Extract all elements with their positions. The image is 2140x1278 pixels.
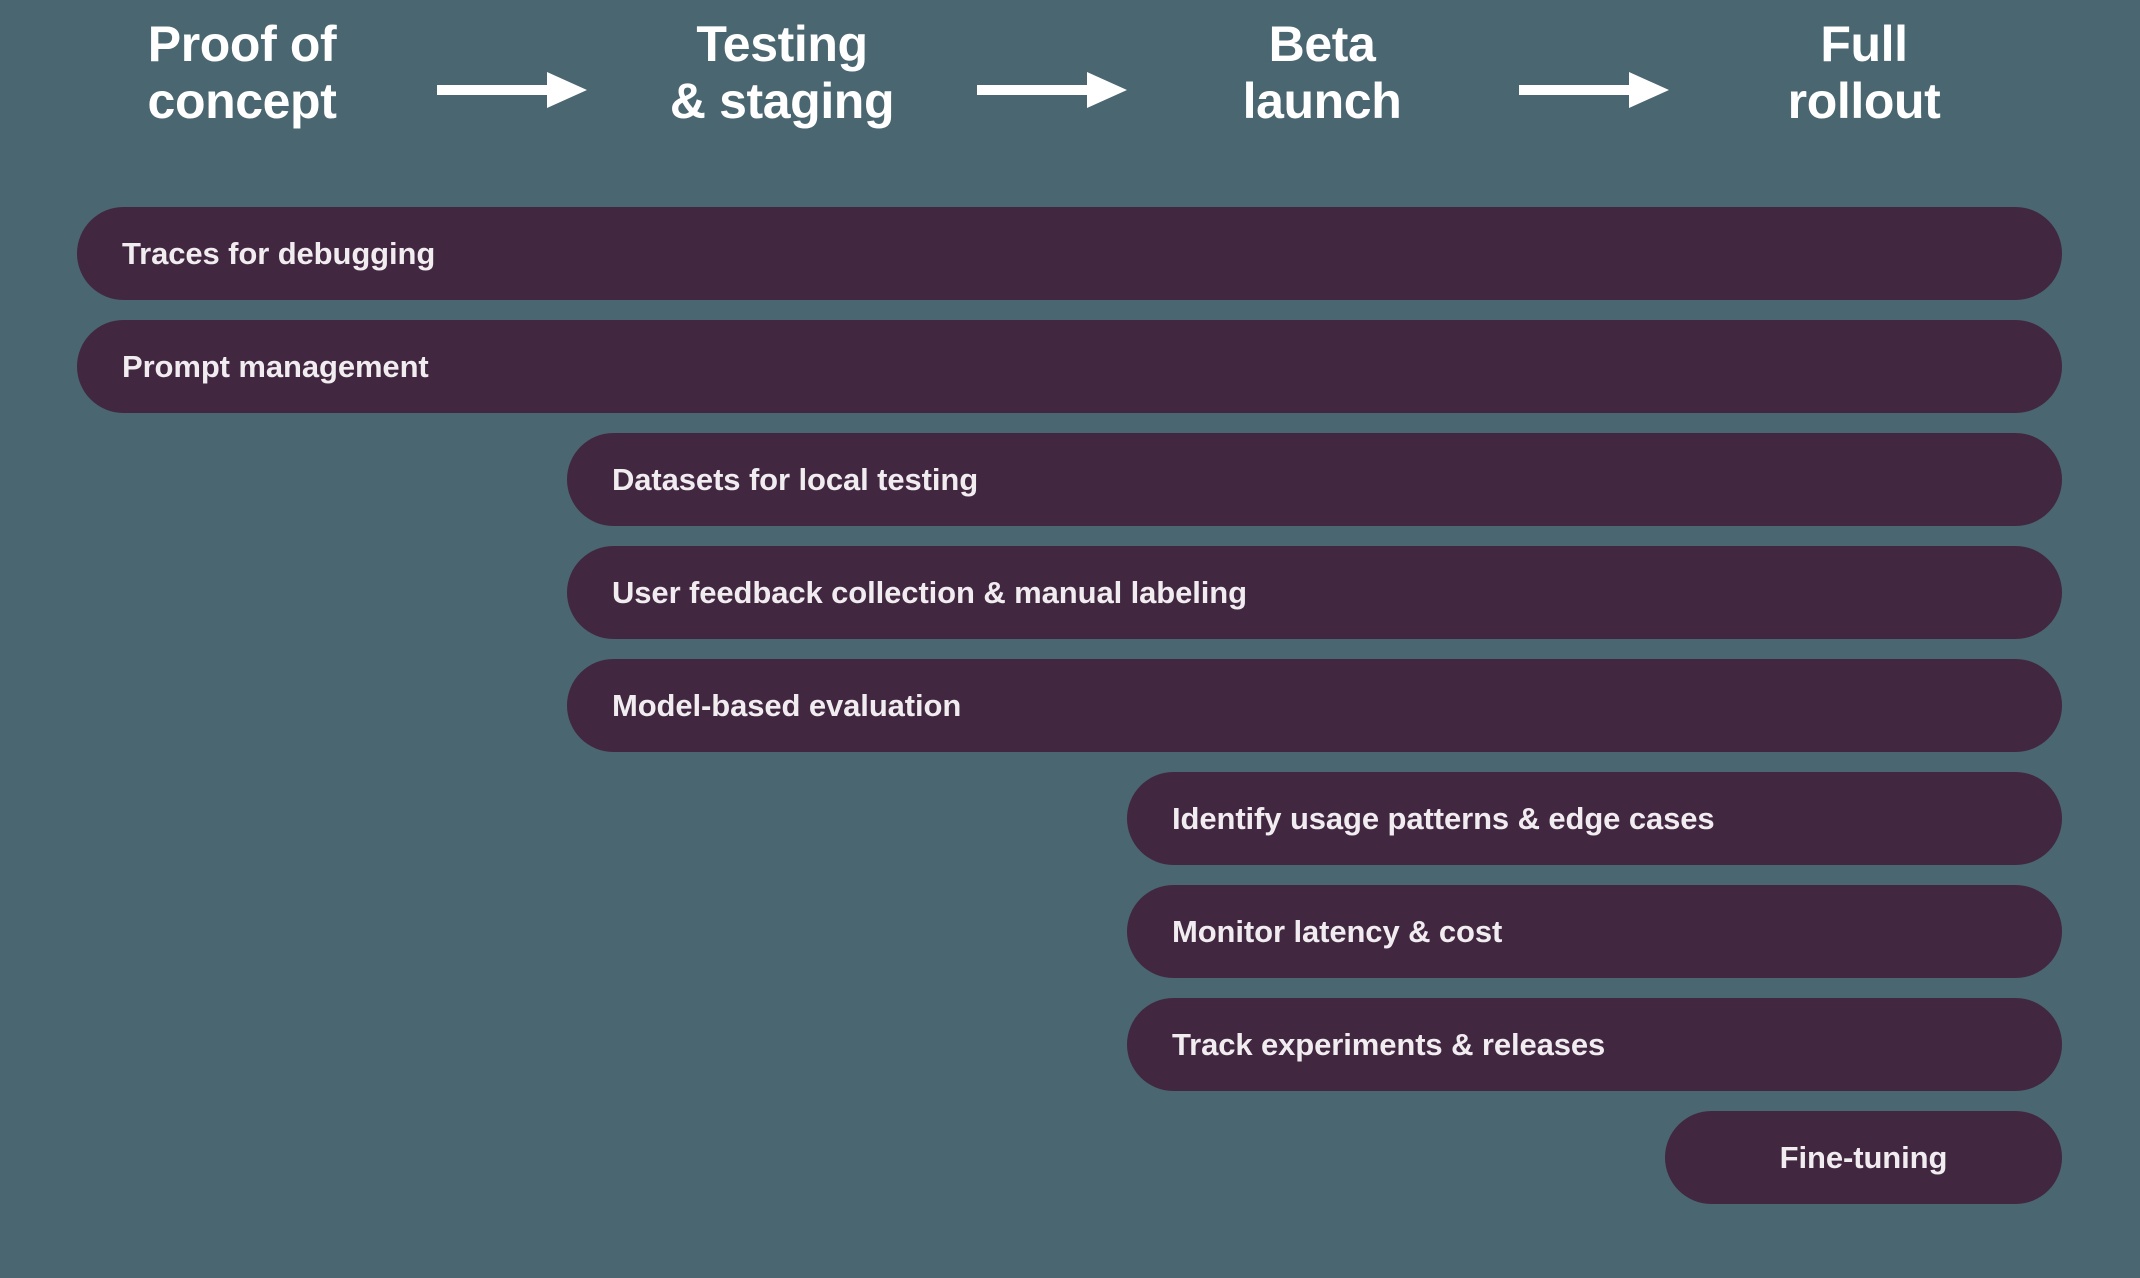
timeline-bar-label: Identify usage patterns & edge cases: [1172, 800, 1715, 836]
timeline-bar-fine-tuning: Fine-tuning: [1665, 1111, 2062, 1204]
timeline-bar-datasets-for-local-testing: Datasets for local testing: [567, 433, 2062, 526]
arrow-right-icon-1: [437, 72, 587, 108]
arrow-right-icon-2: [977, 72, 1127, 108]
timeline-bar-track-experiments-and-releases: Track experiments & releases: [1127, 998, 2062, 1091]
timeline-bar-label: Fine-tuning: [1779, 1139, 1948, 1175]
stage-label-beta-launch: Beta launch: [1242, 16, 1402, 129]
stage-label-testing-and-staging: Testing & staging: [669, 16, 895, 129]
timeline-bar-label: Monitor latency & cost: [1172, 913, 1503, 949]
arrow-right-icon-3: [1519, 72, 1669, 108]
timeline-bar-monitor-latency-and-cost: Monitor latency & cost: [1127, 885, 2062, 978]
timeline-bar-user-feedback-collection: User feedback collection & manual labeli…: [567, 546, 2062, 639]
timeline-bar-label: Prompt management: [122, 348, 429, 384]
stage-header-row: Proof of concept Testing & staging Beta …: [0, 0, 2140, 175]
timeline-bar-identify-usage-patterns: Identify usage patterns & edge cases: [1127, 772, 2062, 865]
stage-label-proof-of-concept: Proof of concept: [147, 16, 337, 129]
timeline-bar-label: Traces for debugging: [122, 235, 436, 271]
timeline-bar-traces-for-debugging: Traces for debugging: [77, 207, 2062, 300]
stage-label-full-rollout: Full rollout: [1787, 16, 1941, 129]
timeline-bar-label: Track experiments & releases: [1172, 1026, 1606, 1062]
timeline-bar-label: User feedback collection & manual labeli…: [612, 574, 1247, 610]
timeline-bar-label: Datasets for local testing: [612, 461, 979, 497]
timeline-bar-model-based-evaluation: Model-based evaluation: [567, 659, 2062, 752]
timeline-bar-prompt-management: Prompt management: [77, 320, 2062, 413]
timeline-bar-label: Model-based evaluation: [612, 687, 962, 723]
